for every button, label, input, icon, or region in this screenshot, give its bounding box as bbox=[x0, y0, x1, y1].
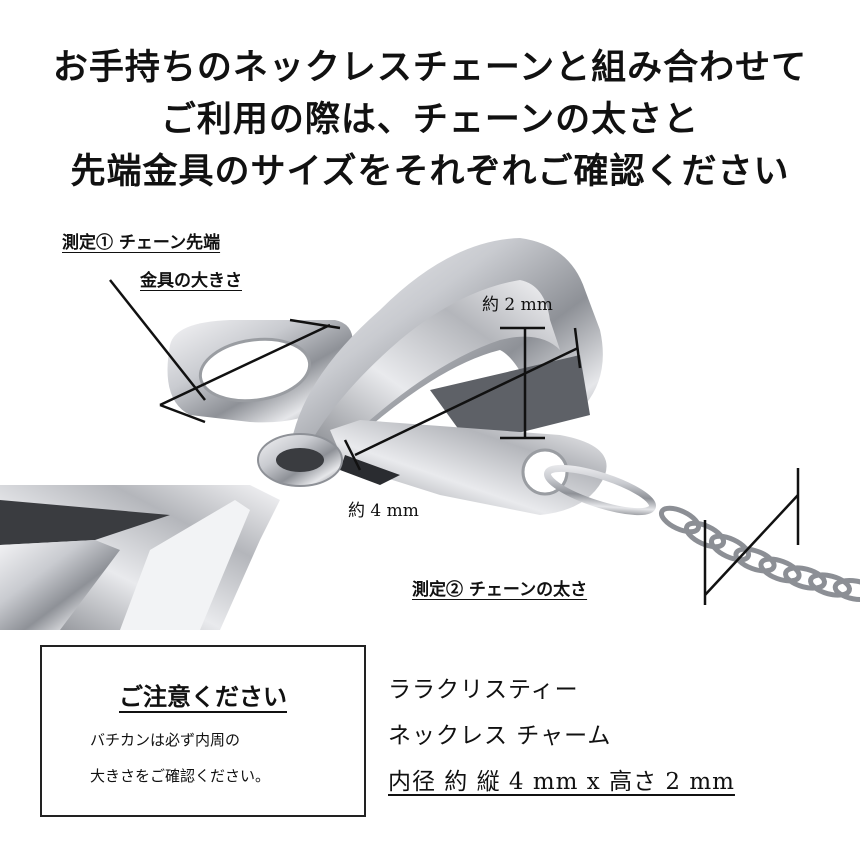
measure1-label-line2: 金具の大きさ bbox=[140, 271, 242, 291]
jump-ring bbox=[257, 433, 343, 487]
product-photo bbox=[0, 238, 860, 630]
dimension-line-chain bbox=[704, 494, 799, 596]
product-size: 内径 約 縦 4 mm x 高さ 2 mm bbox=[388, 769, 735, 795]
notice-line-2: 大きさをご確認ください。 bbox=[90, 767, 271, 785]
headline: お手持ちのネックレスチェーンと組み合わせて ご利用の際は、チェーンの太さと 先端… bbox=[0, 42, 860, 198]
headline-line-2: ご利用の際は、チェーンの太さと bbox=[160, 99, 700, 140]
product-type: ネックレス チャーム bbox=[388, 723, 612, 749]
headline-line-3: 先端金具のサイズをそれぞれご確認ください bbox=[70, 151, 790, 192]
dimension-2mm-label: 約 2 mm bbox=[482, 295, 553, 315]
headline-line-1: お手持ちのネックレスチェーンと組み合わせて bbox=[52, 47, 808, 88]
measure1-label-line1: 測定① チェーン先端 bbox=[62, 233, 221, 253]
chain-end-clasp bbox=[167, 320, 353, 423]
leader-line-measure1 bbox=[109, 279, 206, 401]
dimension-4mm-label: 約 4 mm bbox=[348, 501, 419, 521]
measurement-lines bbox=[109, 279, 800, 605]
notice-line-1: バチカンは必ず内周の bbox=[90, 731, 241, 749]
notice-title: ご注意ください bbox=[119, 682, 287, 711]
product-name: ララクリスティー bbox=[388, 677, 579, 703]
chain bbox=[544, 464, 860, 603]
measure2-label: 測定② チェーンの太さ bbox=[412, 580, 588, 600]
notice-box: ご注意ください バチカンは必ず内周の 大きさをご確認ください。 bbox=[40, 645, 366, 817]
dimension-line-4mm bbox=[354, 346, 579, 457]
charm-body bbox=[0, 485, 280, 630]
dimension-line-clasp bbox=[159, 323, 331, 407]
bail bbox=[290, 238, 603, 470]
